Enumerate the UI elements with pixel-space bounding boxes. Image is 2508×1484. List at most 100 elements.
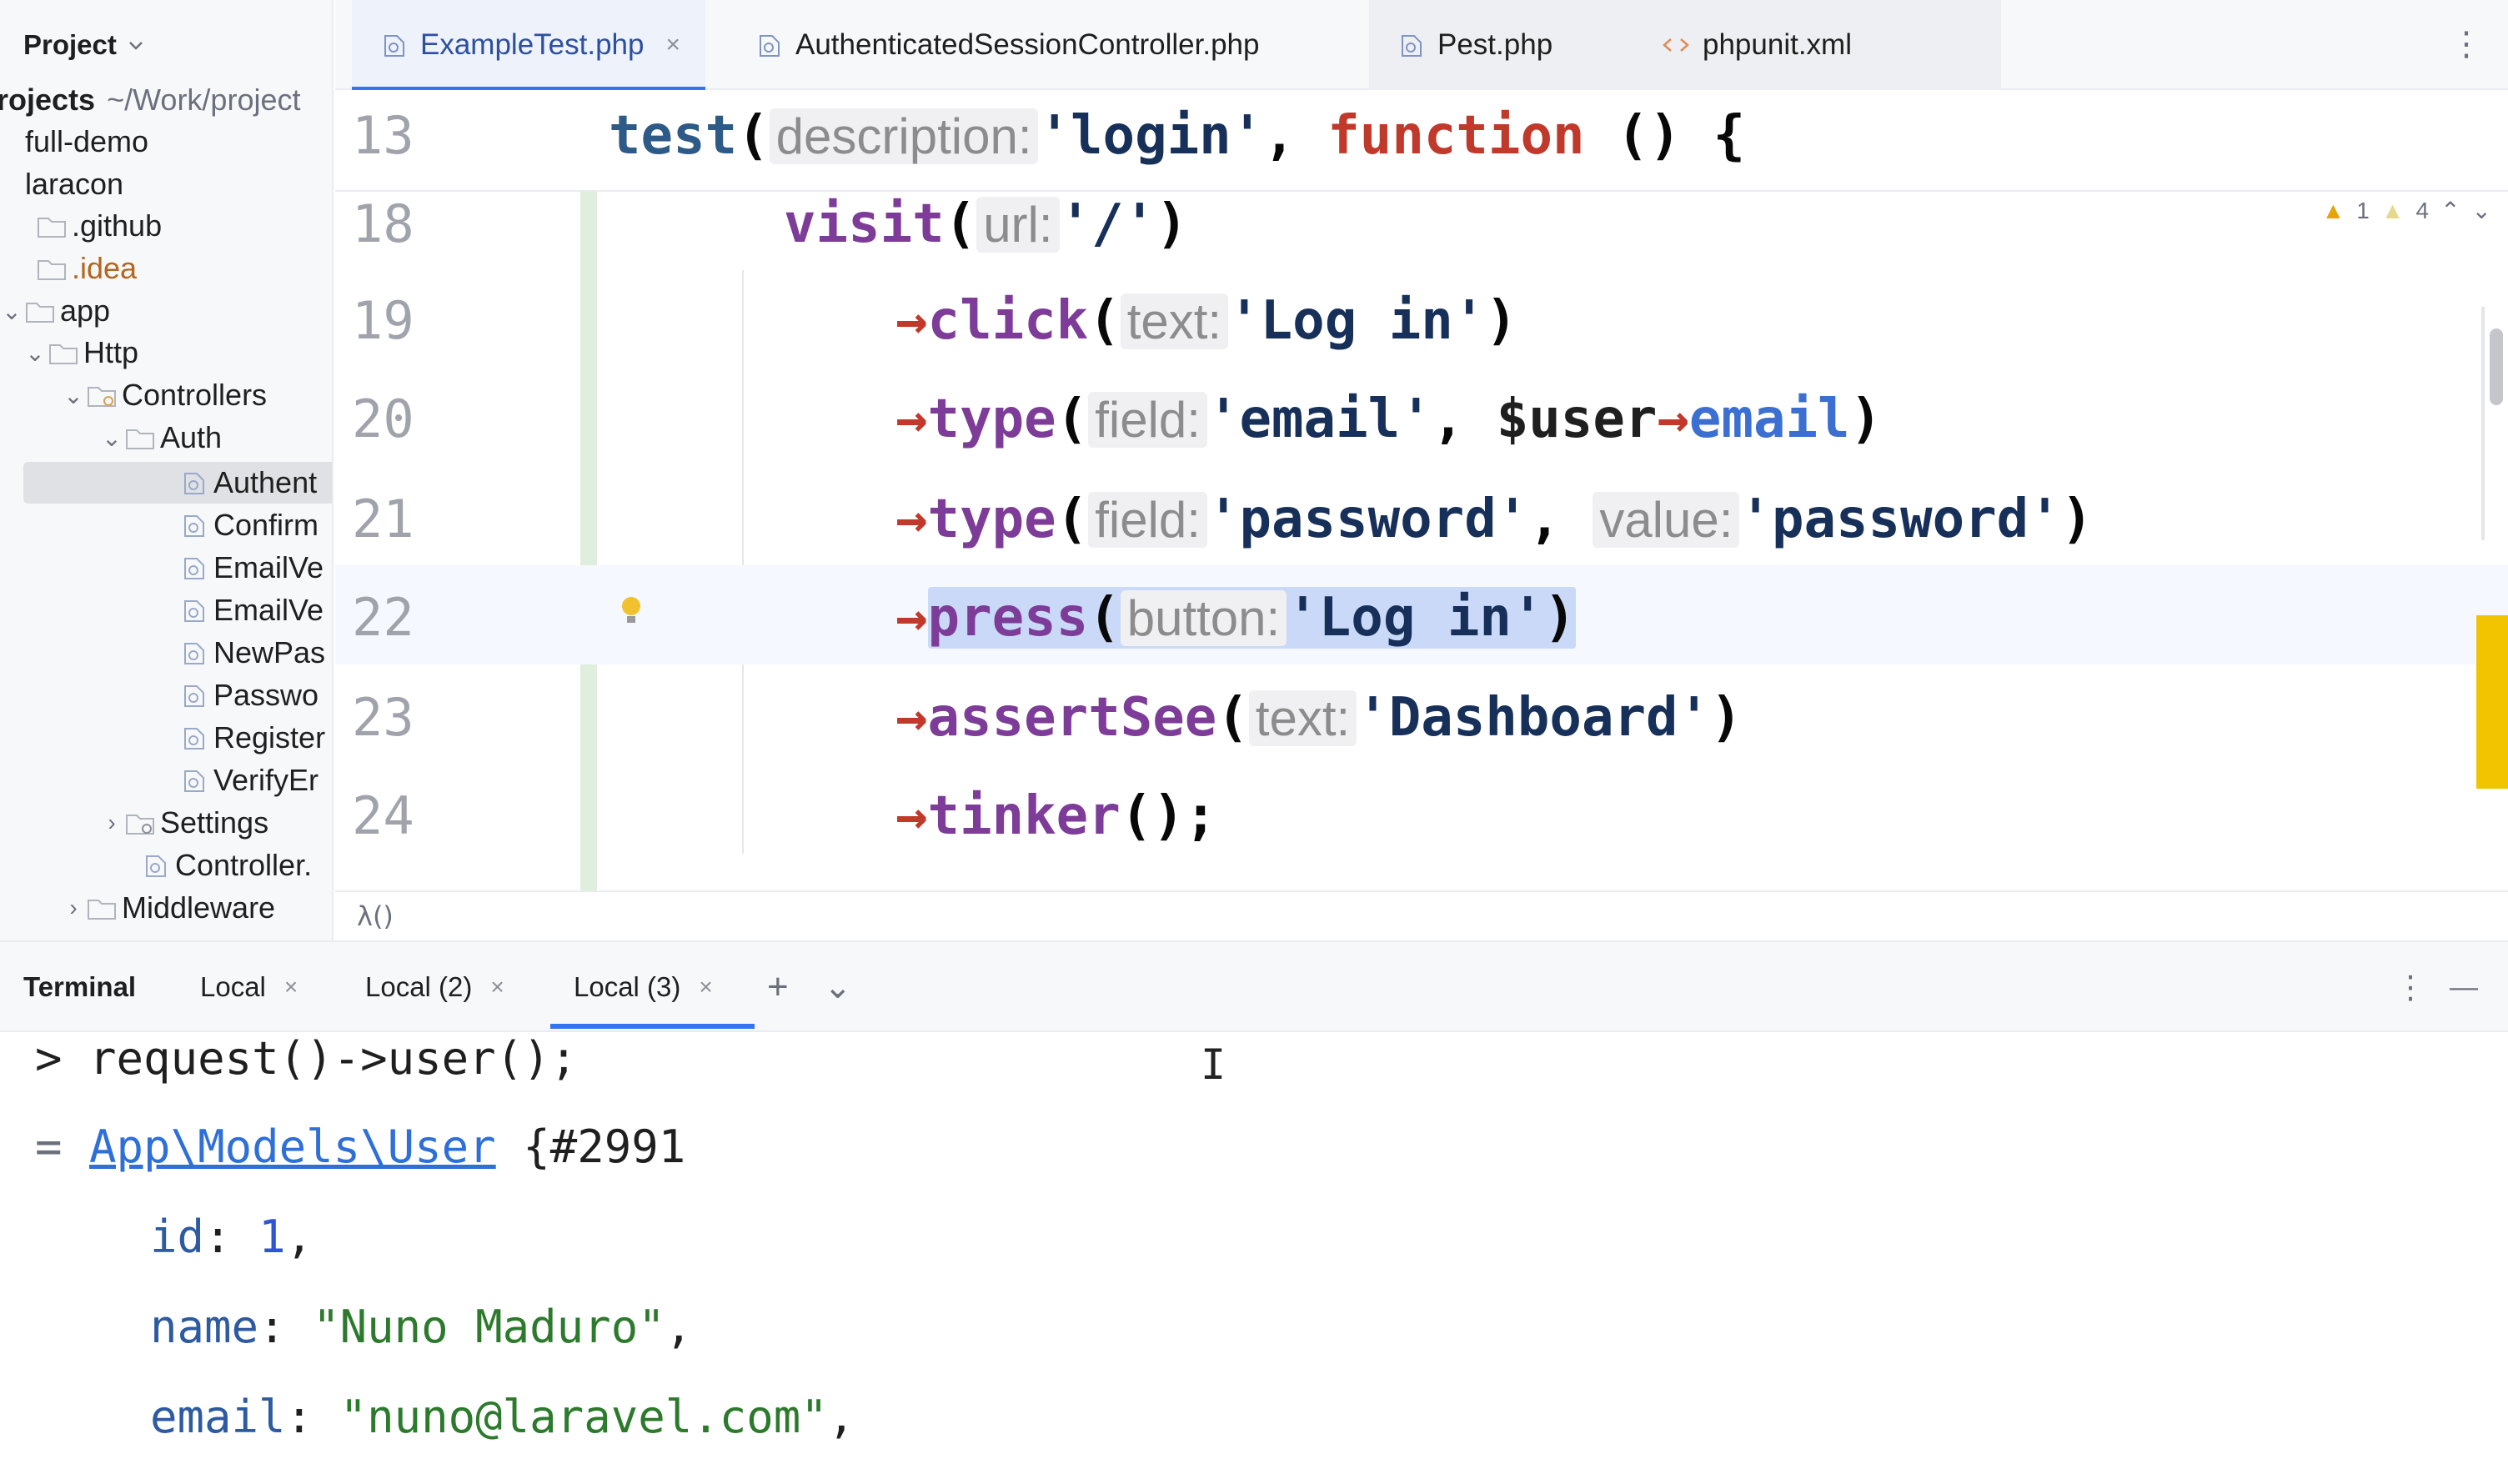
tab-phpunit-xml[interactable]: phpunit.xml xyxy=(1634,0,2001,90)
indent-guide xyxy=(742,270,744,854)
code-line: →click(text:'Log in') xyxy=(895,290,1517,352)
tab-authenticated-session-controller[interactable]: AuthenticatedSessionController.php xyxy=(727,0,1284,90)
terminal-tab-local[interactable]: Local × xyxy=(200,971,298,1002)
folder-icon xyxy=(126,429,154,449)
line-number: 19 xyxy=(352,290,414,351)
text-selection: press(button:'Log in') xyxy=(927,587,1576,649)
code-line: →type(field:'email', $user→email) xyxy=(895,389,1883,450)
line-number: 24 xyxy=(352,785,414,846)
chevron-down-icon[interactable]: ⌄ xyxy=(2471,198,2491,223)
add-terminal-button[interactable]: + xyxy=(767,942,789,1032)
text-cursor-icon: I xyxy=(1201,1040,1226,1089)
line-number: 13 xyxy=(352,105,414,166)
tree-item-full-demo[interactable]: full-demo xyxy=(25,124,149,158)
chevron-right-icon[interactable]: › xyxy=(69,895,78,920)
tree-item-settings[interactable]: › Settings xyxy=(100,802,332,844)
tree-item-idea[interactable]: .idea xyxy=(35,248,332,289)
terminal-tab-local-2[interactable]: Local (2) × xyxy=(365,971,504,1002)
tree-item-middleware[interactable]: › Middleware xyxy=(62,887,332,929)
chevron-down-icon[interactable]: ⌄ xyxy=(63,382,83,409)
tree-item-laracon[interactable]: laracon xyxy=(25,167,124,201)
php-file-icon xyxy=(184,515,204,537)
folder-icon xyxy=(38,260,66,280)
project-view-selector[interactable]: Project xyxy=(0,0,332,90)
terminal-field-line: name: "Nuno Maduro", xyxy=(150,1301,693,1353)
warning-count: 1 xyxy=(2356,197,2370,223)
terminal-tab-local-3[interactable]: Local (3) × xyxy=(574,971,713,1002)
tree-item-auth[interactable]: ⌄ Auth xyxy=(100,417,332,459)
param-hint: url: xyxy=(976,197,1060,253)
code-line: →type(field:'password', value:'password'… xyxy=(895,489,2094,550)
terminal-field-line: id: 1, xyxy=(150,1211,314,1263)
class-link[interactable]: App\Models\User xyxy=(89,1121,496,1173)
terminal-result-line: = App\Models\User {#2991 xyxy=(35,1121,686,1173)
tab-example-test[interactable]: ExampleTest.php × xyxy=(352,0,706,90)
param-hint: value: xyxy=(1593,492,1740,548)
breadcrumb[interactable]: λ() xyxy=(335,890,2508,940)
code-line: →tinker(); xyxy=(895,785,1217,847)
warning-stripe-marker[interactable] xyxy=(2476,615,2508,789)
php-file-icon xyxy=(184,600,204,622)
folder-icon xyxy=(49,344,78,364)
php-file-icon xyxy=(184,770,204,792)
problems-indicator[interactable]: ▲ 1 ▲ 4 ⌃ ⌄ xyxy=(2321,197,2491,224)
terminal-options-button[interactable]: ⋮ xyxy=(2395,942,2426,1032)
tree-item-app[interactable]: ⌄ app xyxy=(0,290,332,332)
close-icon[interactable]: × xyxy=(665,31,681,58)
line-number: 20 xyxy=(352,389,414,449)
tree-item-newpas[interactable]: NewPas xyxy=(177,632,332,674)
php-file-icon xyxy=(184,473,204,494)
code-editor[interactable]: 13 test(description:'login', function ()… xyxy=(335,90,2508,940)
tree-item-register[interactable]: Register xyxy=(177,717,332,759)
line-number: 23 xyxy=(352,687,414,748)
tree-item-controllers[interactable]: ⌄ Controllers xyxy=(62,374,332,416)
chevron-down-icon[interactable]: ⌄ xyxy=(25,339,45,366)
code-line: →press(button:'Log in') xyxy=(895,587,1576,649)
weak-warning-count: 4 xyxy=(2415,197,2430,223)
editor-tab-bar: ExampleTest.php × AuthenticatedSessionCo… xyxy=(335,0,2508,90)
more-options-icon[interactable]: ⋮ xyxy=(2450,26,2483,63)
close-icon[interactable]: × xyxy=(283,974,298,1000)
tree-item-controller[interactable]: Controller. xyxy=(138,845,332,886)
chevron-down-icon[interactable]: ⌄ xyxy=(102,424,122,451)
terminal-title: Terminal xyxy=(23,971,137,1002)
weak-warning-icon: ▲ xyxy=(2380,197,2405,223)
lightbulb-icon[interactable] xyxy=(620,595,642,629)
chevron-right-icon[interactable]: › xyxy=(108,810,116,835)
tree-root[interactable]: rojects ~/Work/project xyxy=(0,83,301,117)
code-line: visit(url:'/') xyxy=(784,193,1188,255)
breadcrumb-item[interactable]: λ() xyxy=(357,900,394,932)
param-hint: field: xyxy=(1088,392,1207,448)
folder-icon xyxy=(88,387,116,407)
editor-scrollbar[interactable] xyxy=(2490,328,2503,405)
tree-item-verifyer[interactable]: VerifyEr xyxy=(177,760,332,801)
chevron-up-icon[interactable]: ⌃ xyxy=(2440,198,2460,223)
tree-item-http[interactable]: ⌄ Http xyxy=(23,332,332,374)
php-file-icon xyxy=(184,558,204,579)
php-file-icon xyxy=(1402,35,1422,57)
line-number: 18 xyxy=(352,193,414,254)
php-file-icon xyxy=(146,855,166,877)
minimize-button[interactable]: — xyxy=(2450,942,2478,1032)
project-sidebar: Project rojects ~/Work/project full-demo… xyxy=(0,0,334,940)
tree-item-confirm[interactable]: Confirm xyxy=(177,504,332,546)
param-hint: description: xyxy=(769,108,1039,164)
tab-pest[interactable]: Pest.php xyxy=(1369,0,1634,90)
tree-item-emailve-1[interactable]: EmailVe xyxy=(177,547,332,589)
terminal-dropdown-button[interactable]: ⌄ xyxy=(824,942,852,1032)
folder-icon xyxy=(88,900,116,920)
project-title: Project xyxy=(23,29,117,60)
tree-item-emailve-2[interactable]: EmailVe xyxy=(177,589,332,631)
php-file-icon xyxy=(184,728,204,750)
active-tab-indicator xyxy=(550,1024,755,1029)
tree-item-github[interactable]: .github xyxy=(35,205,332,247)
warning-icon: ▲ xyxy=(2321,197,2345,223)
plus-icon: + xyxy=(767,966,789,1007)
tree-item-authenticated-session-controller[interactable]: Authent xyxy=(23,462,332,504)
chevron-down-icon[interactable]: ⌄ xyxy=(2,298,22,324)
terminal-command-line: > request()->user(); xyxy=(35,1032,578,1085)
tree-item-passwo[interactable]: Passwo xyxy=(177,674,332,716)
close-icon[interactable]: × xyxy=(490,974,504,1000)
close-icon[interactable]: × xyxy=(699,974,713,1000)
terminal-output[interactable]: > request()->user(); = App\Models\User {… xyxy=(0,1032,2508,1484)
